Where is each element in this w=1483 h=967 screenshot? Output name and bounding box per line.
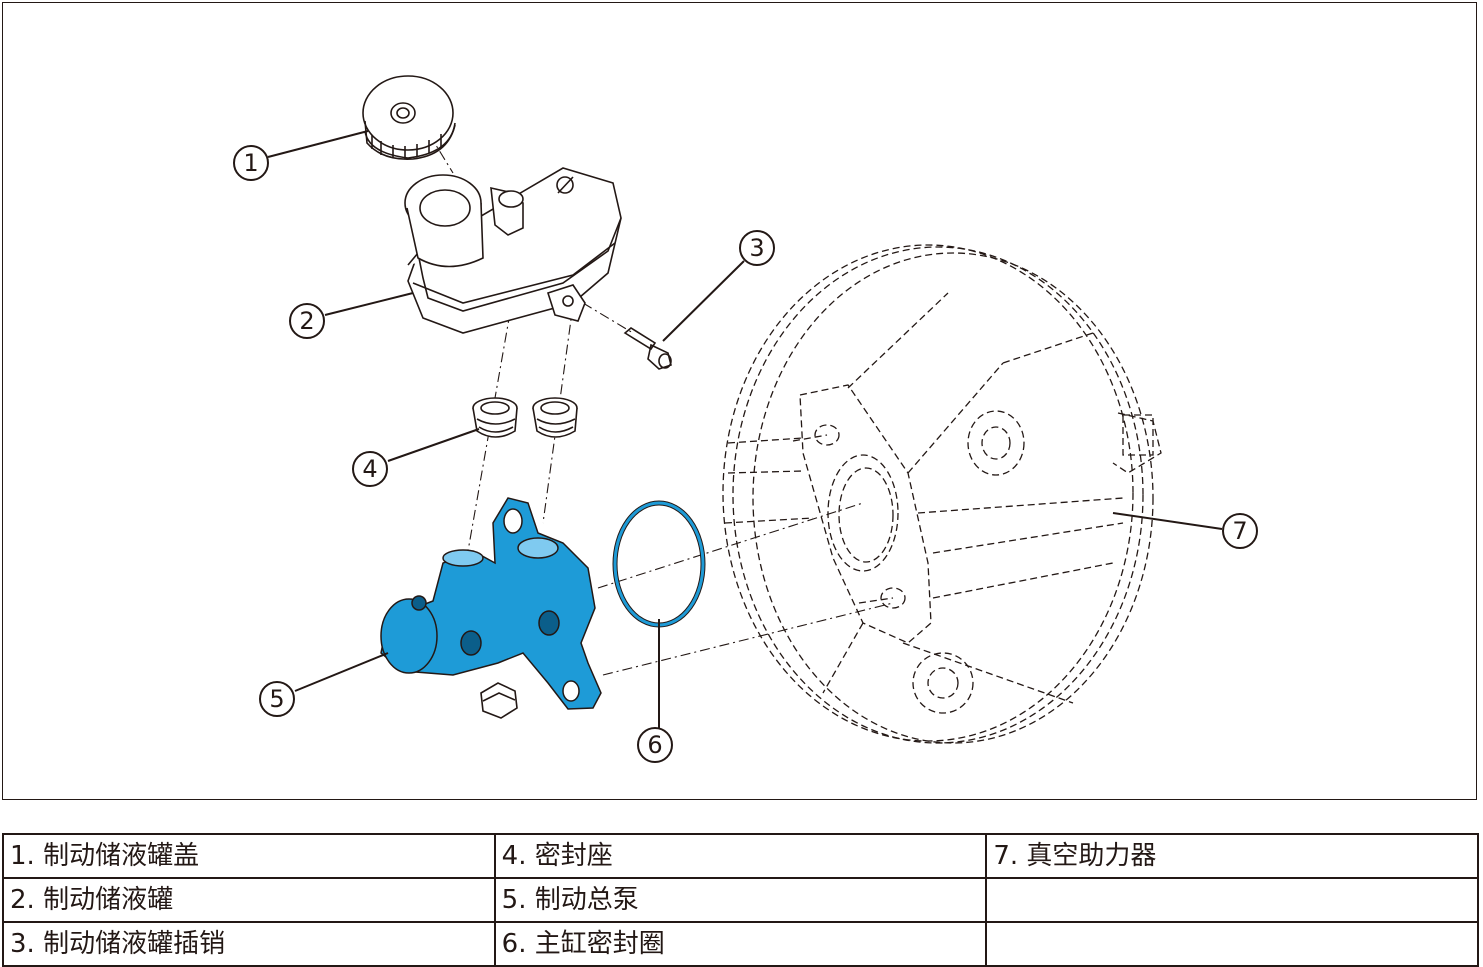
reservoir-cap [362,75,456,160]
vacuum-booster [722,244,1162,744]
brake-reservoir [404,167,622,334]
exploded-view-diagram: 1 2 3 4 5 6 7 [2,2,1477,800]
leader-lines [267,130,1223,729]
legend-row: 1. 制动储液罐盖 4. 密封座 7. 真空助力器 [2,833,1479,879]
legend-cell: 7. 真空助力器 [985,833,1479,879]
brake-master-cylinder [380,497,602,710]
callout-2: 2 [299,307,314,335]
legend-cell: 1. 制动储液罐盖 [2,833,496,879]
callout-4: 4 [362,455,377,483]
callout-circles [233,145,1258,763]
callout-3: 3 [749,234,764,262]
seal-grommets [472,397,578,438]
reservoir-pin [623,327,672,370]
legend-cell [985,877,1479,923]
master-cylinder-seal-ring [612,500,706,628]
legend-cell: 5. 制动总泵 [493,877,988,923]
callout-labels: 1 2 3 4 5 6 7 [243,149,1247,759]
legend-row: 2. 制动储液罐 5. 制动总泵 [2,877,1479,923]
legend-cell: 2. 制动储液罐 [2,877,496,923]
callout-5: 5 [269,685,284,713]
mounting-nut [480,682,518,719]
callout-1: 1 [243,149,258,177]
legend-row: 3. 制动储液罐插销 6. 主缸密封圈 [2,921,1479,967]
legend-cell [985,921,1479,967]
callout-6: 6 [647,731,662,759]
parts-legend-table: 1. 制动储液罐盖 4. 密封座 7. 真空助力器 2. 制动储液罐 5. 制动… [2,833,1479,967]
legend-cell: 6. 主缸密封圈 [493,921,988,967]
legend-cell: 3. 制动储液罐插销 [2,921,496,967]
callout-7: 7 [1232,517,1247,545]
legend-cell: 4. 密封座 [493,833,988,879]
